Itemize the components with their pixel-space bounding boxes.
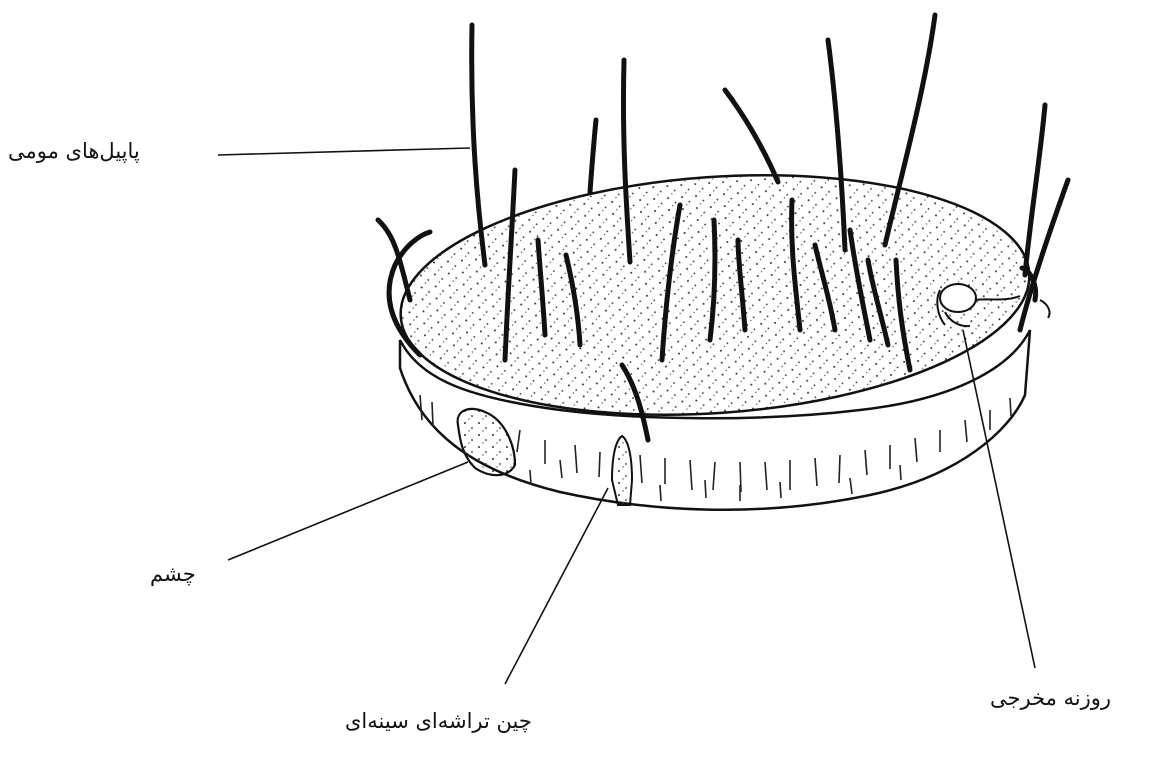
label-wax-papillae: پاپیل‌های مومی (8, 141, 140, 162)
leader-wax (218, 148, 470, 155)
label-eye: چشم (150, 564, 196, 585)
label-thoracic-fold: چین تراشه‌ای سینه‌ای (345, 711, 532, 732)
thoracic-fold (612, 436, 632, 505)
label-exit-aperture: روزنه مخرجی (990, 688, 1111, 709)
leader-thoracic (505, 488, 608, 684)
leader-eye (228, 462, 468, 560)
